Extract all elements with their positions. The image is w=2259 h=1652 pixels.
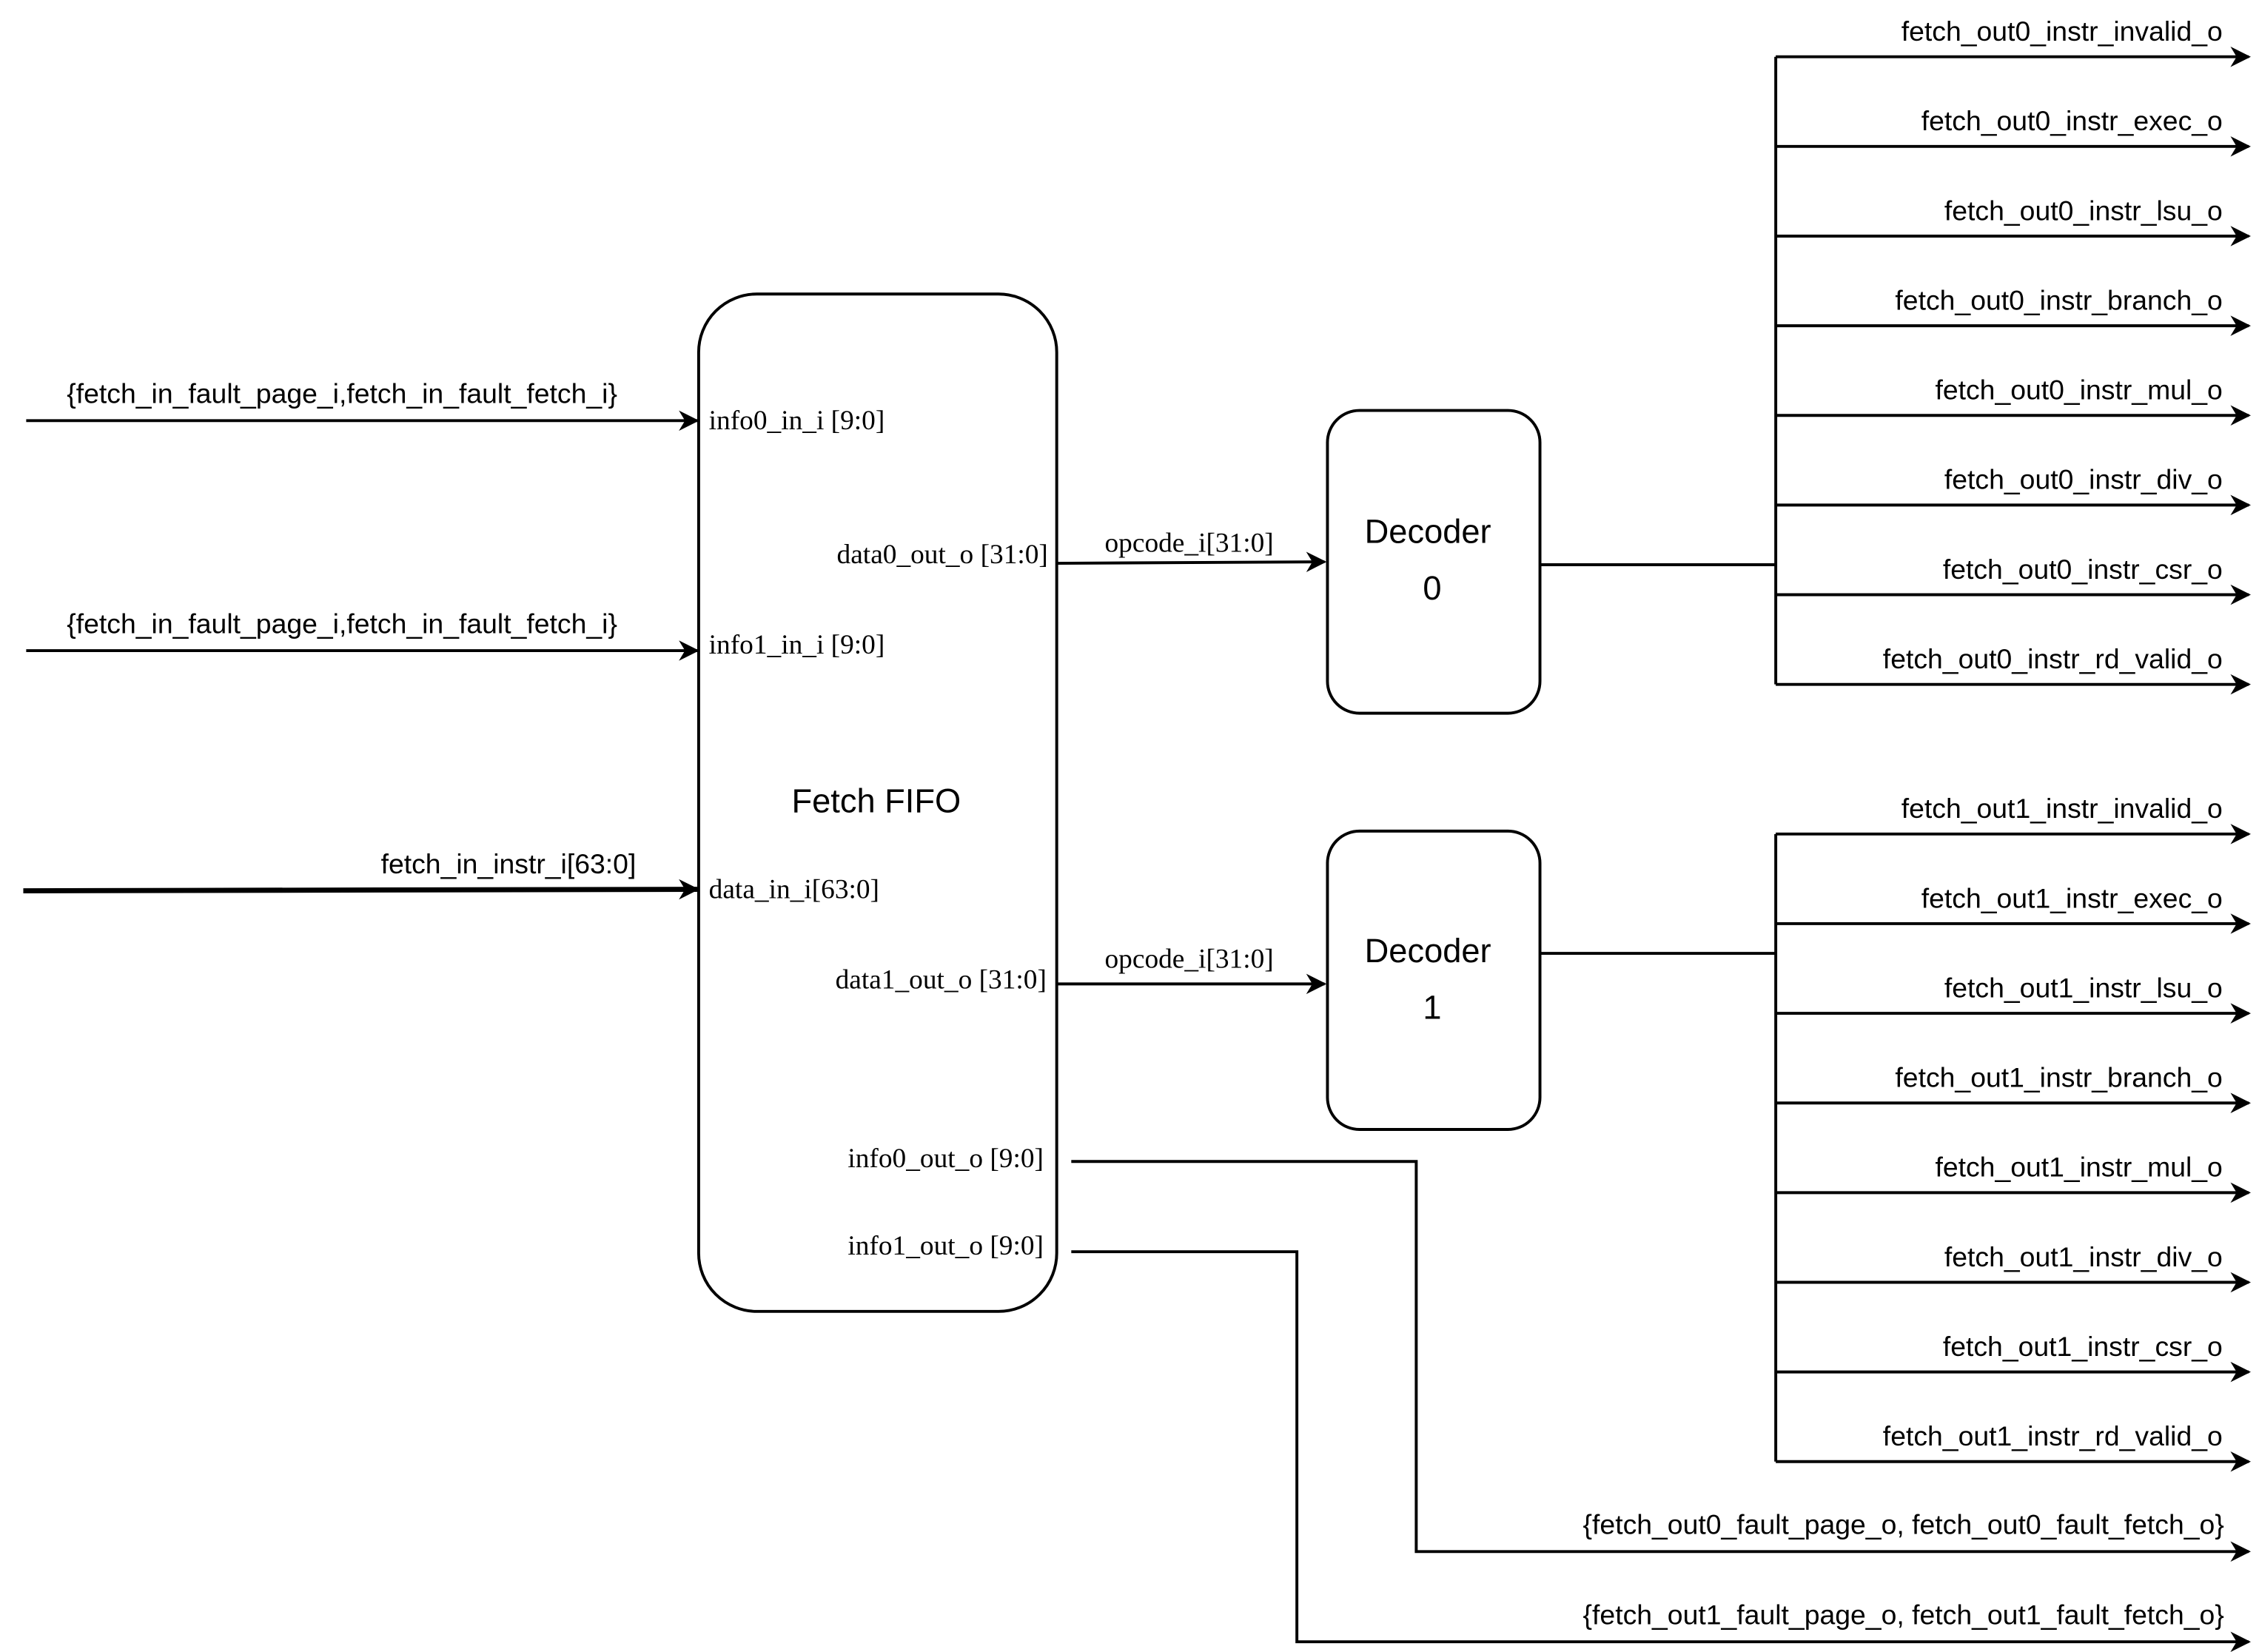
decoder1-block <box>1326 829 1542 1131</box>
fault1-output-wire <box>1071 1250 2251 1652</box>
port-data-in: data_in_i[63:0] <box>709 874 879 904</box>
decoder1-output-label: fetch_out1_instr_mul_o <box>1935 1152 2222 1183</box>
decoder1-output-label: fetch_out1_instr_invalid_o <box>1901 793 2223 824</box>
port-data0-out: data0_out_o [31:0] <box>837 540 1048 570</box>
decoder0-output-label: fetch_out0_instr_mul_o <box>1935 375 2222 406</box>
port-info1-in: info1_in_i [9:0] <box>709 630 885 660</box>
decoder1-output-label: fetch_out1_instr_exec_o <box>1921 882 2223 913</box>
decoder1-output-label: fetch_out1_instr_branch_o <box>1895 1062 2222 1093</box>
opcode0-wire <box>1056 551 1327 572</box>
decoder0-title: Decoder <box>1365 513 1491 551</box>
port-data1-out: data1_out_o [31:0] <box>836 964 1047 995</box>
decoder1-output-label: fetch_out1_instr_csr_o <box>1943 1331 2223 1362</box>
decoder1-output-label: fetch_out1_instr_lsu_o <box>1944 972 2223 1003</box>
decoder1-output-label: fetch_out1_instr_rd_valid_o <box>1883 1420 2223 1451</box>
fault1-input-label: {fetch_in_fault_page_i,fetch_in_fault_fe… <box>67 608 617 639</box>
opcode0-label: opcode_i[31:0] <box>1105 528 1274 558</box>
decoder1-output-label: fetch_out1_instr_div_o <box>1944 1241 2223 1272</box>
decoder0-output-label: fetch_out0_instr_csr_o <box>1943 554 2223 585</box>
port-info0-out: info0_out_o [9:0] <box>847 1144 1044 1174</box>
fault0-input-label: {fetch_in_fault_page_i,fetch_in_fault_fe… <box>67 378 617 409</box>
fault1-output-label: {fetch_out1_fault_page_o, fetch_out1_fau… <box>1583 1599 2224 1631</box>
fault0-output-wire <box>1071 1160 2251 1562</box>
instr-input-label: fetch_in_instr_i[63:0] <box>381 848 637 879</box>
fetch-fifo-title: Fetch FIFO <box>792 782 961 819</box>
opcode1-label: opcode_i[31:0] <box>1105 944 1274 975</box>
instr-input-bus <box>23 879 699 900</box>
decoder1-index: 1 <box>1423 989 1441 1027</box>
decoder1-title: Decoder <box>1365 932 1491 970</box>
fault0-output-label: {fetch_out0_fault_page_o, fetch_out0_fau… <box>1583 1509 2224 1540</box>
port-info0-in: info0_in_i [9:0] <box>709 406 885 436</box>
port-info1-out: info1_out_o [9:0] <box>847 1231 1044 1261</box>
decoder0-block <box>1326 409 1542 715</box>
decoder0-output-label: fetch_out0_instr_invalid_o <box>1901 16 2223 47</box>
decoder0-output-label: fetch_out0_instr_branch_o <box>1895 284 2222 315</box>
decoder1-output-bus: fetch_out1_instr_invalid_o fetch_out1_ins… <box>1540 793 2251 1472</box>
decoder0-output-label: fetch_out0_instr_div_o <box>1944 464 2223 495</box>
decoder0-output-label: fetch_out0_instr_rd_valid_o <box>1883 643 2223 674</box>
decoder0-output-bus: fetch_out0_instr_invalid_o fetch_out0_ins… <box>1540 16 2251 695</box>
decoder0-output-label: fetch_out0_instr_exec_o <box>1921 105 2223 136</box>
decoder0-index: 0 <box>1423 569 1441 607</box>
fetch-fifo-block <box>697 292 1058 1313</box>
decoder0-output-label: fetch_out0_instr_lsu_o <box>1944 195 2223 226</box>
